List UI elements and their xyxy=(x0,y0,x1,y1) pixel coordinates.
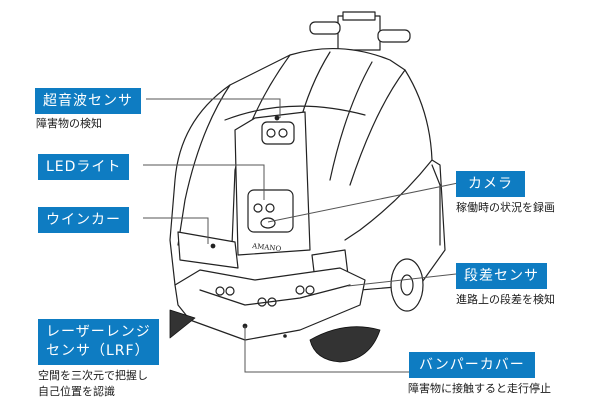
callout-bumper-cover: バンパーカバー xyxy=(409,352,535,378)
leader-turn-signal xyxy=(143,217,209,244)
callout-laser-range-finder: レーザーレンジ センサ（LRF） xyxy=(38,319,159,365)
leader-lines xyxy=(143,98,459,373)
leader-camera xyxy=(267,182,459,223)
callout-lrf-line-1: レーザーレンジ xyxy=(46,324,151,340)
leader-step-sensor xyxy=(347,273,457,287)
steering-handle xyxy=(309,11,411,51)
callout-turn-signal: ウインカー xyxy=(38,207,129,233)
callout-lrf-line-2: センサ（LRF） xyxy=(46,343,150,359)
desc-camera: 稼働時の状況を録画 xyxy=(456,201,555,214)
callout-led-light: LEDライト xyxy=(38,154,130,180)
leader-bumper xyxy=(244,326,410,373)
desc-bumper-cover: 障害物に接触すると走行停止 xyxy=(408,382,551,395)
desc-ultrasonic-sensor: 障害物の検知 xyxy=(36,117,102,130)
side-brushes xyxy=(169,309,381,363)
desc-step-sensor: 進路上の段差を検知 xyxy=(456,293,555,306)
desc-lrf-line-1: 空間を三次元で把握し xyxy=(38,369,148,382)
sensor-tower xyxy=(234,111,311,256)
desc-lrf-line-2: 自己位置を認識 xyxy=(38,385,115,398)
callout-ultrasonic-sensor: 超音波センサ xyxy=(35,88,141,114)
callout-step-sensor: 段差センサ xyxy=(456,263,547,289)
leader-led xyxy=(143,164,265,200)
brand-mark: AMANO xyxy=(251,242,282,253)
leader-ultrasonic xyxy=(146,98,281,118)
rear-wheel xyxy=(390,258,424,312)
callout-camera: カメラ xyxy=(456,171,525,197)
